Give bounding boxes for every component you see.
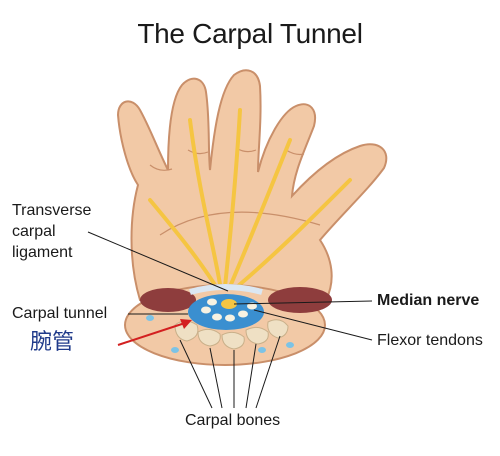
flexor-tendons bbox=[201, 298, 257, 322]
label-median-nerve: Median nerve bbox=[377, 292, 480, 309]
carpal-tunnel-region bbox=[188, 294, 264, 330]
transverse-ligament bbox=[189, 284, 263, 295]
label-carpal-tunnel-chinese: 腕管 bbox=[30, 330, 75, 355]
label-carpal-tunnel: Carpal tunnel bbox=[12, 305, 108, 322]
median-nerve-branches bbox=[148, 108, 352, 298]
wrist-cross-section bbox=[124, 284, 332, 366]
label-line: carpal bbox=[12, 223, 56, 240]
red-arrow bbox=[117, 319, 192, 346]
label-transverse-carpal-ligament: Transverse carpal ligament bbox=[12, 200, 132, 263]
leader-lines bbox=[87, 231, 373, 409]
median-nerve-section bbox=[221, 299, 237, 309]
small-vessels bbox=[146, 315, 294, 353]
left-muscle bbox=[140, 288, 196, 312]
diagram-title: The Carpal Tunnel bbox=[137, 18, 363, 49]
label-line: ligament bbox=[12, 244, 73, 261]
label-carpal-bones: Carpal bones bbox=[185, 412, 281, 429]
label-line: Transverse bbox=[12, 202, 92, 219]
label-flexor-tendons: Flexor tendons bbox=[377, 332, 483, 349]
right-muscle bbox=[268, 287, 332, 313]
